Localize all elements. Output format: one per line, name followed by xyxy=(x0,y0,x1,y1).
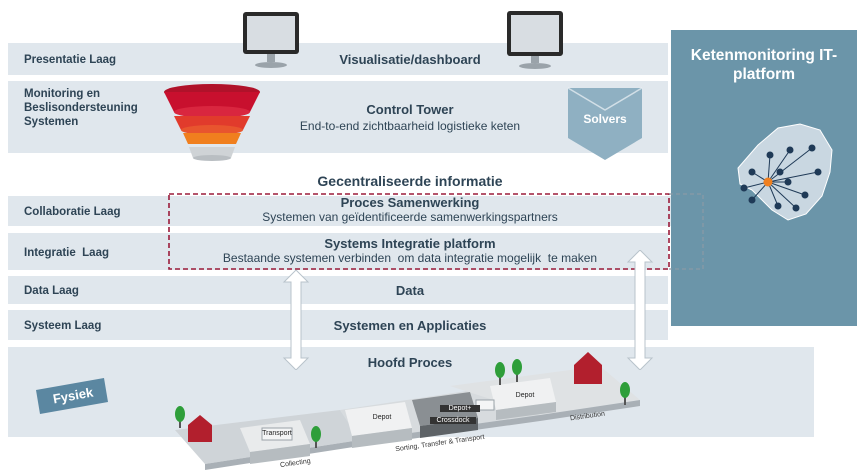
label-depot-plus: Depot+ xyxy=(440,405,480,412)
label-transport: Transport xyxy=(262,430,292,437)
systeem-title: Systemen en Applicaties xyxy=(333,318,487,333)
monitoring-title: Control Tower xyxy=(366,102,454,117)
collaboratie-subtitle: Systemen van geïdentificeerde samenwerki… xyxy=(262,210,558,224)
side-panel: Ketenmonitoring IT-platform xyxy=(671,30,857,326)
band-monitoring xyxy=(8,81,668,153)
presentatie-title: Visualisatie/dashboard xyxy=(339,52,481,67)
band-systeem xyxy=(8,310,668,340)
label-depot: Depot xyxy=(372,414,392,421)
label-depot-2: Depot xyxy=(515,392,535,399)
label-collecting: Collecting xyxy=(279,457,312,470)
label-integratie: Integratie Laag xyxy=(24,247,109,259)
monitoring-subtitle: End-to-end zichtbaarheid logistieke kete… xyxy=(299,119,521,133)
hoofd-title: Hoofd Proces xyxy=(367,355,453,370)
label-monitoring: Monitoring en Beslisondersteuning System… xyxy=(24,88,138,128)
label-collaboratie: Collaboratie Laag xyxy=(24,206,121,218)
double-arrow-icon xyxy=(282,270,310,370)
double-arrow-icon xyxy=(626,250,654,370)
label-systeem: Systeem Laag xyxy=(24,320,102,332)
central-info-title: Gecentraliseerde informatie xyxy=(317,173,503,189)
label-presentatie: Presentatie Laag xyxy=(24,54,117,66)
band-data xyxy=(8,276,668,304)
data-title: Data xyxy=(395,283,425,298)
integratie-title: Systems Integratie platform xyxy=(324,236,496,251)
side-panel-title: Ketenmonitoring IT-platform xyxy=(690,47,838,83)
label-data: Data Laag xyxy=(24,285,79,297)
collaboratie-title: Proces Samenwerking xyxy=(340,195,480,210)
label-crossdock: Crossdock xyxy=(430,417,476,424)
solvers-label: Solvers xyxy=(583,112,627,126)
integratie-subtitle: Bestaande systemen verbinden om data int… xyxy=(222,251,598,265)
